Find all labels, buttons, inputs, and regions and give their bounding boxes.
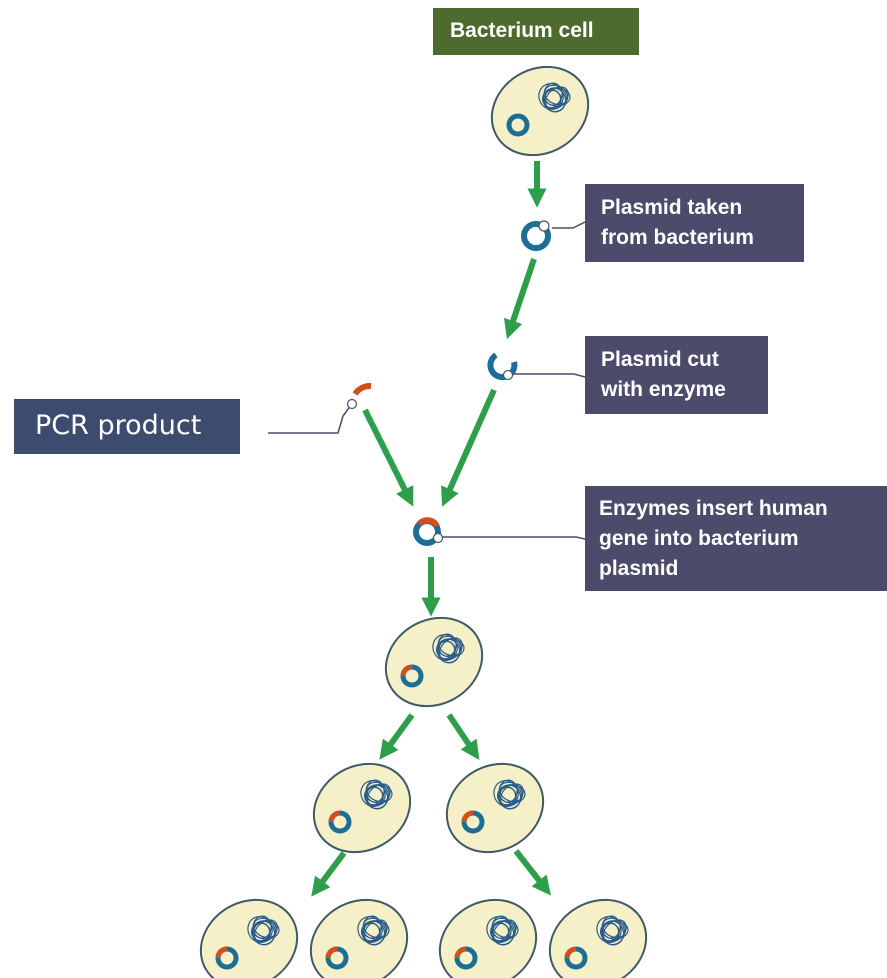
- flow-arrows: [311, 161, 551, 897]
- label-pcr-product: PCR product: [14, 399, 240, 454]
- human-gene-segment: [328, 810, 341, 823]
- dna-tangle-icon: [360, 779, 393, 810]
- cell-gen3-1: [199, 898, 299, 978]
- cell-membrane: [445, 762, 545, 854]
- plasmid-ring-icon: [506, 113, 530, 137]
- human-gene-segment: [564, 946, 577, 959]
- human-gene-segment: [215, 946, 228, 959]
- dna-tangle-icon: [493, 779, 526, 810]
- arrow-right-down: [513, 849, 551, 896]
- dna-tangle-icon: [486, 915, 519, 946]
- connector-enzymes: [441, 536, 586, 540]
- cell-membrane: [548, 898, 648, 978]
- dna-tangle-icon: [596, 915, 629, 946]
- bacterium-cells: [199, 65, 648, 978]
- arrow-left-down: [311, 851, 347, 897]
- arrow-cut-to-insert: [441, 388, 497, 507]
- label-connectors: [268, 221, 586, 540]
- human-gene-segment: [325, 946, 338, 959]
- label-enzymes-insert: Enzymes insert human gene into bacterium…: [585, 486, 887, 591]
- cell-membrane: [309, 898, 409, 978]
- cell-gen3-3: [438, 898, 538, 978]
- cell-membrane: [438, 898, 538, 978]
- cell-gen2-right: [445, 762, 545, 854]
- connector-plasmid-taken: [552, 221, 586, 229]
- cell-gen2-left: [312, 762, 412, 854]
- dna-tangle-icon: [247, 915, 280, 946]
- cell-membrane: [384, 616, 484, 708]
- arrow-pcr-to-insert: [362, 408, 414, 507]
- bacterium-cell-title: Bacterium cell: [433, 8, 639, 55]
- cell-gen3-4: [548, 898, 648, 978]
- plasmid-taken-icon: [521, 220, 551, 251]
- cell-membrane: [490, 65, 590, 157]
- connector-plasmid-cut: [512, 373, 586, 378]
- human-gene-segment: [461, 810, 474, 823]
- plasmid-cut-icon: [487, 352, 518, 381]
- cell-membrane: [312, 762, 412, 854]
- recombinant-plasmid-icon: [413, 517, 444, 546]
- label-plasmid-taken: Plasmid taken from bacterium: [585, 184, 804, 262]
- dna-tangle-icon: [432, 633, 465, 664]
- arrow-split-left: [379, 713, 415, 760]
- cell-recombinant: [384, 616, 484, 708]
- pcr-product-icon: [346, 383, 372, 410]
- cell-gen3-2: [309, 898, 409, 978]
- dna-tangle-icon: [357, 915, 390, 946]
- label-plasmid-cut: Plasmid cut with enzyme: [585, 336, 768, 414]
- human-gene-segment: [454, 946, 467, 959]
- human-gene-segment: [400, 664, 413, 677]
- cell-membrane: [199, 898, 299, 978]
- arrow-plasmid-to-cut: [503, 258, 537, 340]
- dna-tangle-icon: [538, 82, 571, 113]
- connector-pcr: [268, 404, 352, 434]
- arrow-split-right: [446, 713, 480, 760]
- cell-original: [490, 65, 590, 157]
